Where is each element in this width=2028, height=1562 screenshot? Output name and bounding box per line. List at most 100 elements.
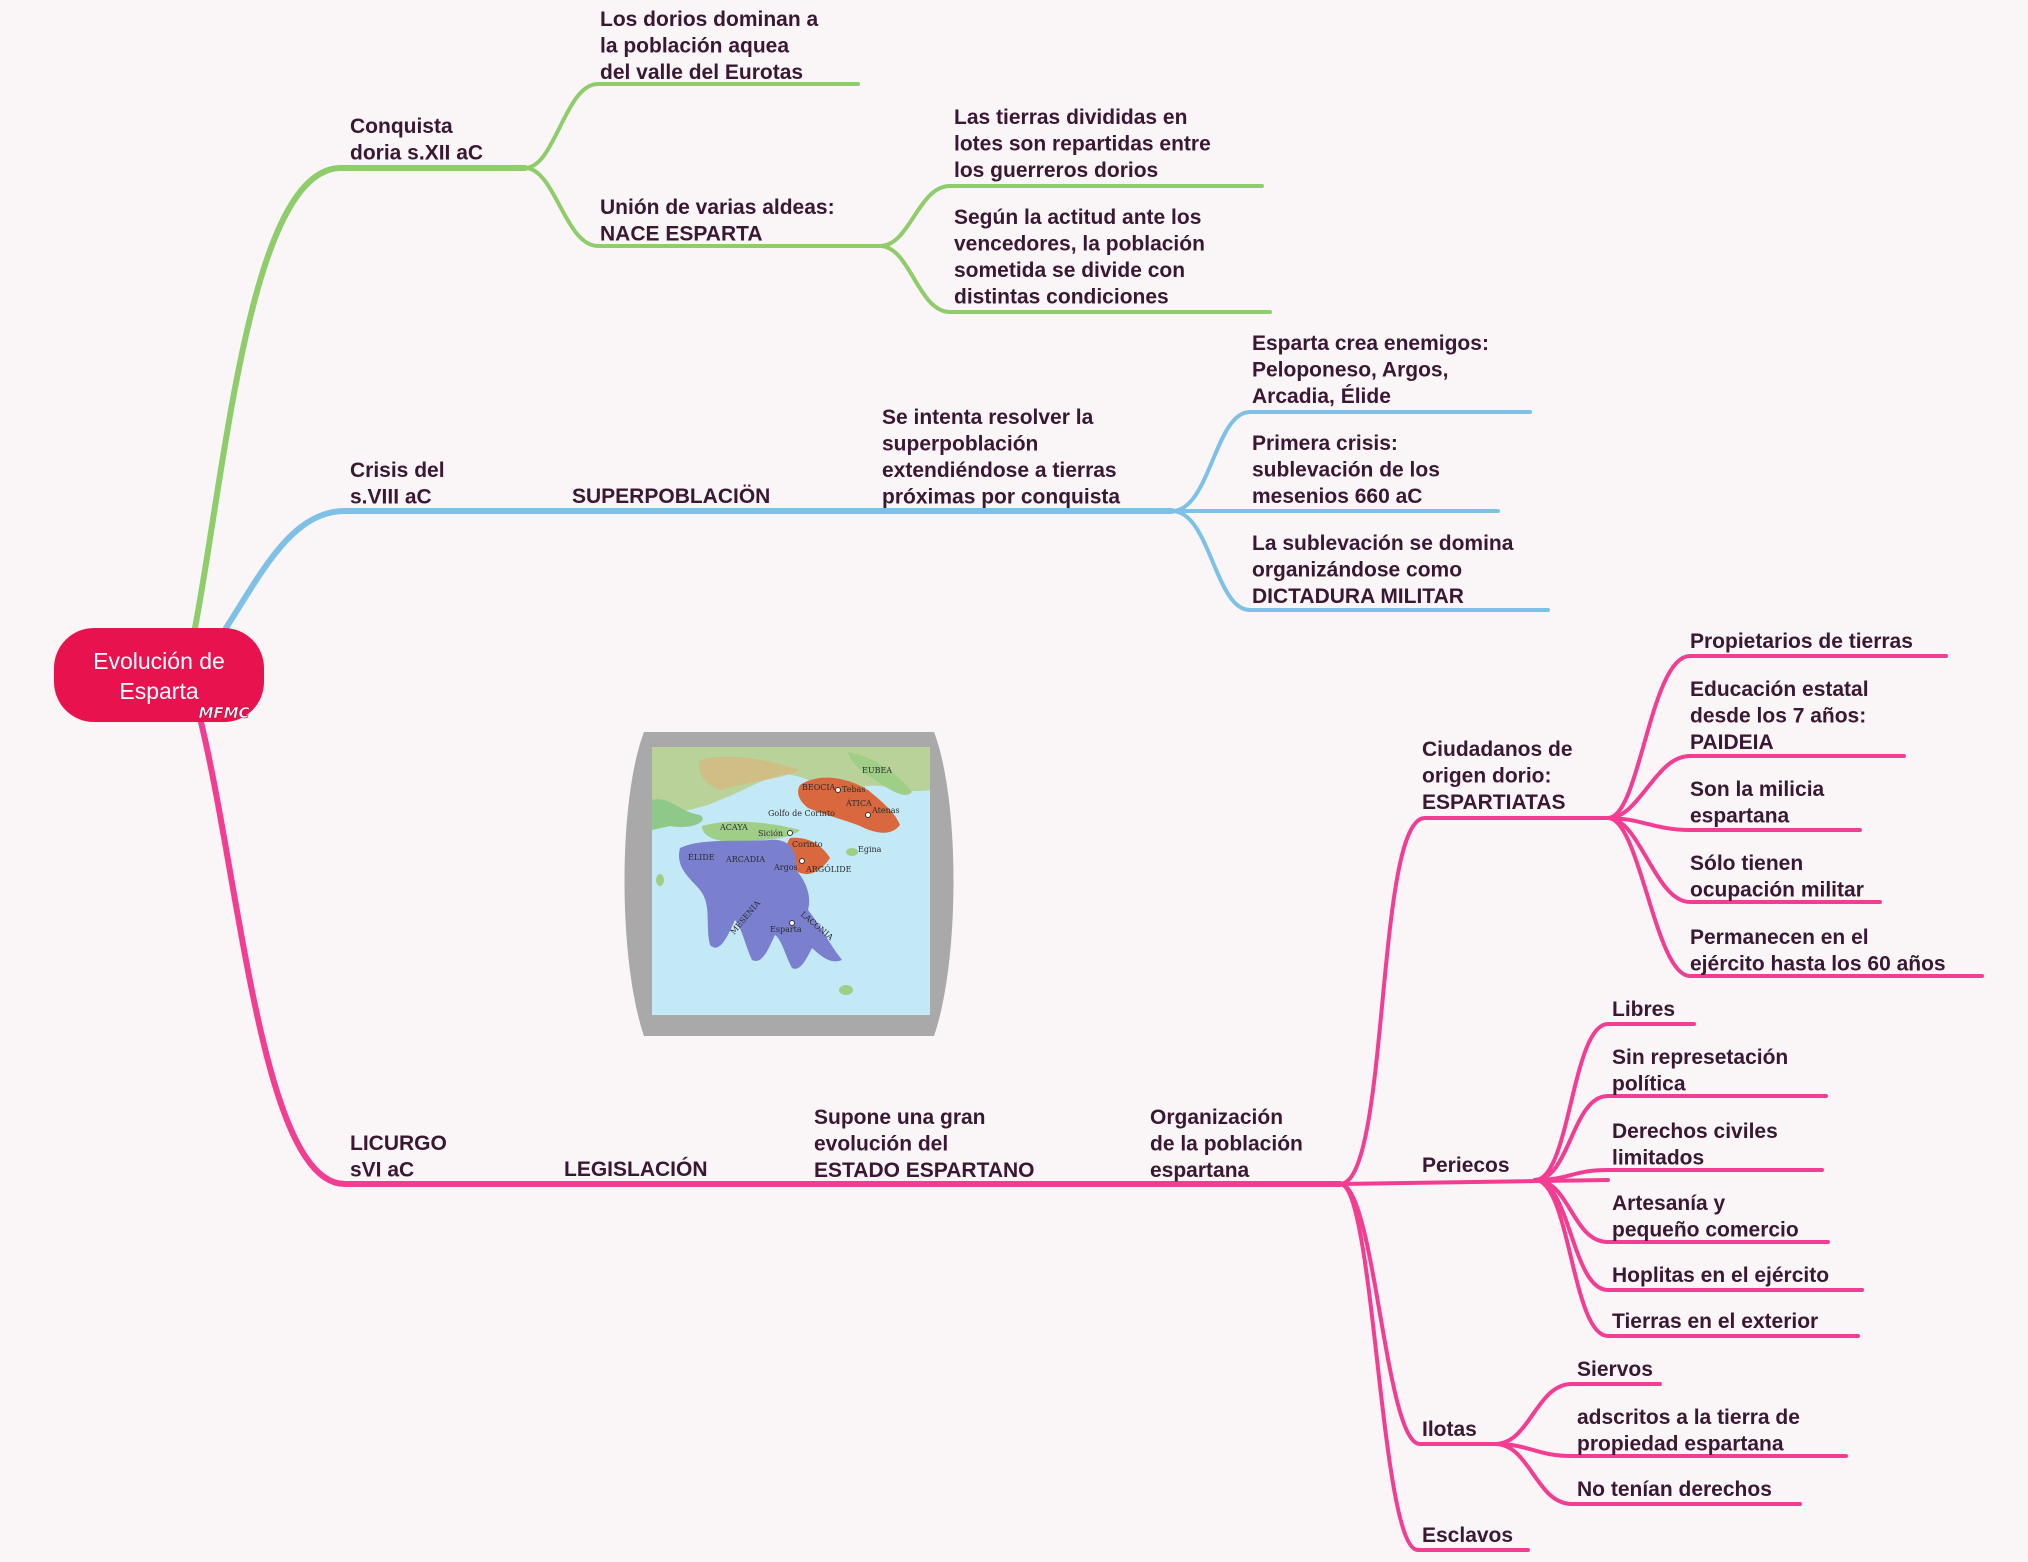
map-label-eubea: EUBEA xyxy=(862,766,892,775)
map-cythera xyxy=(839,985,853,995)
map-label-beocia: BEOCIA xyxy=(802,783,836,792)
node-libres-line-1: Libres xyxy=(1612,998,1675,1021)
map-label-golfo: Golfo de Corinto xyxy=(768,809,835,818)
node-sinrep-line-2: política xyxy=(1612,1073,1686,1096)
node-tierrasext[interactable]: Tierras en el exterior xyxy=(1612,1310,1818,1333)
node-esclavos[interactable]: Esclavos xyxy=(1422,1524,1513,1547)
node-permanecen-line-1: Permanecen en el xyxy=(1690,926,1869,949)
connector-ilotas xyxy=(1338,1182,1497,1446)
connector-segun xyxy=(878,244,1272,314)
map-label-elide: ÉLIDE xyxy=(688,853,715,862)
node-libres[interactable]: Libres xyxy=(1612,998,1675,1021)
node-periecos[interactable]: Periecos xyxy=(1422,1154,1510,1177)
connector-tierras xyxy=(878,184,1264,248)
node-organizacion-line-3: espartana xyxy=(1150,1159,1250,1182)
node-milicia-line-2: espartana xyxy=(1690,805,1790,828)
node-ciudadanos[interactable]: Ciudadanos de origen dorio: ESPARTIATAS xyxy=(1422,738,1573,814)
node-tierras-line-2: lotes son repartidas entre xyxy=(954,133,1211,156)
node-siervos[interactable]: Siervos xyxy=(1577,1358,1653,1381)
node-primera-line-2: sublevación de los xyxy=(1252,459,1440,482)
node-derechos-line-1: Derechos civiles xyxy=(1612,1120,1778,1143)
map-label-arcadia: ARCADIA xyxy=(725,855,765,864)
connector-propietarios xyxy=(1606,654,1948,820)
map-dot-argos xyxy=(799,858,805,864)
root-title-line-1: Evolución de xyxy=(93,648,225,674)
map-label-esparta: Esparta xyxy=(770,925,802,934)
node-educacion-line-2: desde los 7 años: xyxy=(1690,705,1866,728)
node-enemigos-line-2: Peloponeso, Argos, xyxy=(1252,359,1448,382)
node-derechos[interactable]: Derechos civiles limitados xyxy=(1612,1120,1778,1170)
connector-siervos xyxy=(1493,1382,1662,1446)
node-tierras-line-1: Las tierras divididas en xyxy=(954,106,1187,129)
map-dot-tebas xyxy=(835,787,841,793)
connector-sinrep xyxy=(1533,1094,1828,1182)
connector-milicia xyxy=(1606,816,1862,832)
node-ciudadanos-line-3: ESPARTIATAS xyxy=(1422,791,1566,814)
node-solo-line-2: ocupación militar xyxy=(1690,879,1864,902)
node-hoplitas[interactable]: Hoplitas en el ejército xyxy=(1612,1264,1829,1287)
connector-union xyxy=(523,166,882,248)
connector-permanecen xyxy=(1606,816,1984,978)
node-union[interactable]: Unión de varias aldeas:NACE ESPARTA xyxy=(600,196,835,246)
node-ilotas[interactable]: Ilotas xyxy=(1422,1418,1477,1441)
node-tierrasext-line-1: Tierras en el exterior xyxy=(1612,1310,1818,1333)
node-legislacion-line-1: LEGISLACIÓN xyxy=(564,1157,708,1181)
map-argolid xyxy=(785,837,830,875)
root-node[interactable]: Evolución de Esparta MFMC xyxy=(54,628,264,722)
map-label-egina: Egina xyxy=(858,845,882,854)
node-derechos-line-2: limitados xyxy=(1612,1147,1704,1170)
node-legislacion[interactable]: LEGISLACIÓN xyxy=(564,1157,708,1181)
node-organizacion-line-1: Organización xyxy=(1150,1106,1283,1129)
node-union-line-2: NACE ESPARTA xyxy=(600,223,763,246)
node-artesania-line-2: pequeño comercio xyxy=(1612,1219,1799,1242)
node-ciudadanos-line-1: Ciudadanos de xyxy=(1422,738,1573,761)
node-supone-line-1: Supone una gran xyxy=(814,1106,986,1129)
node-siervos-line-1: Siervos xyxy=(1577,1358,1653,1381)
node-enemigos-line-1: Esparta crea enemigos: xyxy=(1252,332,1489,355)
node-intenta-line-1: Se intenta resolver la xyxy=(882,406,1094,429)
connector-solo xyxy=(1606,816,1882,904)
node-superpoblacion[interactable]: SUPERPOBLACIÖN xyxy=(572,485,770,508)
node-intenta-line-3: extendiéndose a tierras xyxy=(882,459,1117,482)
node-ciudadanos-line-2: origen dorio: xyxy=(1422,765,1552,788)
branch-conquista xyxy=(192,82,1272,631)
mfmc-signature: MFMC xyxy=(198,704,249,722)
node-ilotas-line-1: Ilotas xyxy=(1422,1418,1477,1441)
node-noderechos[interactable]: No tenían derechos xyxy=(1577,1478,1772,1501)
node-domina-line-3: DICTADURA MILITAR xyxy=(1252,585,1464,608)
node-domina-line-2: organizándose como xyxy=(1252,559,1462,582)
root-title-line-2: Esparta xyxy=(119,678,198,704)
node-educacion-line-1: Educación estatal xyxy=(1690,678,1869,701)
node-propietarios[interactable]: Propietarios de tierras xyxy=(1690,630,1913,653)
connector-root-conquista xyxy=(192,165,528,631)
map-label-acaya: ACAYA xyxy=(719,823,748,832)
node-hoplitas-line-1: Hoplitas en el ejército xyxy=(1612,1264,1829,1287)
branch-crisis xyxy=(223,410,1550,631)
node-enemigos[interactable]: Esparta crea enemigos: Peloponeso, Argos,… xyxy=(1252,332,1489,408)
map-aegina xyxy=(846,848,858,856)
map-peloponnese xyxy=(679,839,842,969)
node-supone-line-2: evolución del xyxy=(814,1133,948,1156)
node-tierras[interactable]: Las tierras divididas en lotes son repart… xyxy=(954,106,1211,182)
connector-libres xyxy=(1533,1022,1696,1182)
connector-dorios xyxy=(523,82,860,170)
connector-noderechos xyxy=(1493,1442,1802,1506)
